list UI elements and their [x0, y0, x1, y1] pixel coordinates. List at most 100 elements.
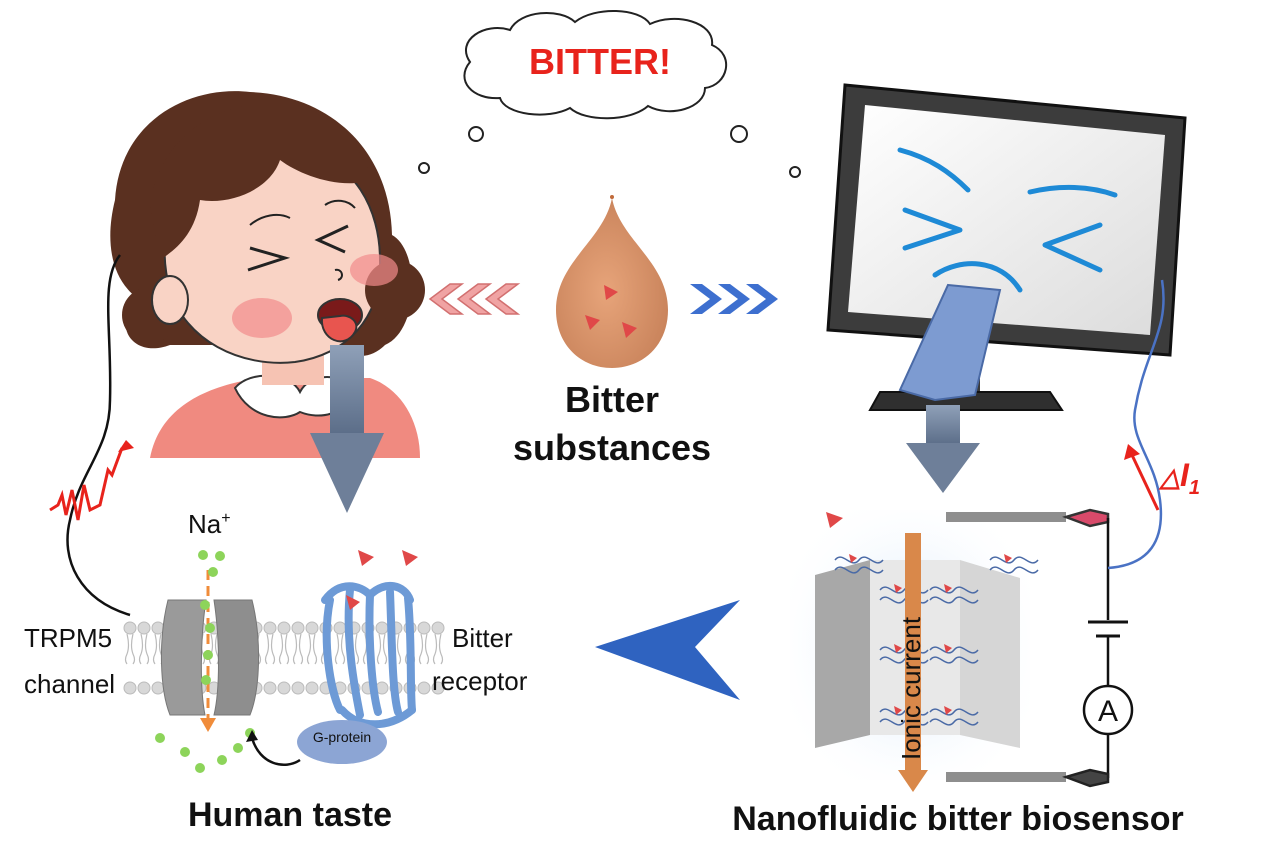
lipid-head	[375, 621, 389, 635]
sensor-wire	[1107, 279, 1165, 570]
girl-illustration	[110, 91, 425, 458]
sodium-ion	[180, 747, 190, 757]
lipid-head	[417, 681, 431, 695]
measurement-circuit	[946, 508, 1134, 788]
lipid-head	[123, 681, 137, 695]
delta-current-label: △I1	[1158, 457, 1200, 499]
lipid-tail	[340, 633, 346, 665]
lipid-head	[277, 681, 291, 695]
lipid-head	[431, 621, 445, 635]
bitter-ligands	[346, 550, 418, 610]
bound-ligand	[894, 584, 902, 593]
lipid-tail	[270, 633, 276, 665]
lipid-tail	[418, 633, 424, 665]
dna-probe	[989, 566, 1039, 574]
sodium-ion	[208, 567, 218, 577]
lipid-tail	[354, 633, 360, 665]
dna-probe	[929, 708, 979, 716]
trpm5-channel	[160, 570, 260, 732]
lipid-tail	[124, 633, 130, 665]
down-arrow-right	[906, 405, 980, 493]
sodium-ion	[198, 550, 208, 560]
dna-probe	[929, 646, 979, 654]
sodium-ion	[155, 733, 165, 743]
sodium-ion	[233, 743, 243, 753]
lipid-tail	[144, 633, 150, 665]
lipid-tail	[292, 633, 298, 665]
dna-probe	[834, 556, 884, 564]
sodium-label: Na+	[188, 509, 231, 539]
lipid-head	[291, 621, 305, 635]
lipid-tail	[334, 633, 340, 665]
ionic-current-label: Ionic current	[896, 616, 926, 760]
lipid-tail	[298, 633, 304, 665]
lipid-head	[151, 681, 165, 695]
trpm5-label-line1: TRPM5	[24, 623, 112, 653]
dna-probe	[929, 718, 979, 726]
lipid-head	[305, 681, 319, 695]
lipid-tail	[382, 633, 388, 665]
lipid-head	[137, 621, 151, 635]
bound-ligand	[894, 706, 902, 715]
sodium-ion	[201, 675, 211, 685]
lipid-tail	[432, 633, 438, 665]
lipid-tail	[312, 633, 318, 665]
human-taste-title: Human taste	[188, 796, 392, 834]
g-protein-arrow	[250, 737, 301, 766]
lipid-tail	[438, 633, 444, 665]
receptor-label-line2: receptor	[432, 666, 528, 696]
lipid-tail	[396, 633, 402, 665]
big-blue-arrow	[595, 600, 740, 700]
sodium-ion	[203, 650, 213, 660]
sodium-ion	[205, 623, 215, 633]
thought-bubble	[418, 10, 801, 178]
bound-ligand	[944, 644, 952, 653]
dna-probe	[929, 596, 979, 604]
lipid-head	[263, 681, 277, 695]
lipid-head	[291, 681, 305, 695]
bitter-substances-line2: substances	[513, 427, 711, 468]
g-protein	[297, 720, 387, 764]
sodium-ion	[217, 755, 227, 765]
lipid-head	[417, 621, 431, 635]
lipid-tail	[152, 633, 158, 665]
biosensor-title: Nanofluidic bitter biosensor	[732, 800, 1183, 838]
sodium-ion	[195, 763, 205, 773]
bound-ligand	[894, 644, 902, 653]
bitter-receptor	[321, 582, 416, 729]
bound-ligand	[849, 554, 857, 563]
lipid-head	[305, 621, 319, 635]
bitter-drop	[556, 195, 668, 368]
nanochannel	[790, 510, 1039, 792]
sodium-ion	[200, 600, 210, 610]
lipid-head	[137, 681, 151, 695]
delta-current-arrow	[1130, 454, 1160, 511]
dna-probe	[989, 556, 1039, 564]
lipid-head	[263, 621, 277, 635]
dna-probe	[929, 586, 979, 594]
lipid-tail	[376, 633, 382, 665]
receptor-label-line1: Bitter	[452, 623, 513, 653]
bitter-substances-line1: Bitter	[565, 379, 659, 420]
lipid-head	[277, 621, 291, 635]
lipid-tail	[284, 633, 290, 665]
sodium-ion	[215, 551, 225, 561]
right-chevrons	[690, 284, 778, 314]
bitter-exclaim: BITTER!	[529, 41, 671, 82]
bound-ligand	[1004, 554, 1012, 563]
lipid-tail	[264, 633, 270, 665]
lipid-head	[333, 621, 347, 635]
left-chevrons	[428, 283, 521, 315]
lipid-tail	[130, 633, 136, 665]
lipid-tail	[138, 633, 144, 665]
bound-ligand	[944, 584, 952, 593]
dna-probe	[834, 566, 884, 574]
bound-ligand	[944, 706, 952, 715]
lipid-tail	[306, 633, 312, 665]
lipid-tail	[278, 633, 284, 665]
bitter-particle	[604, 285, 618, 300]
bitter-particle	[585, 315, 600, 330]
lipid-tail	[424, 633, 430, 665]
ammeter-symbol: A	[1098, 695, 1118, 728]
